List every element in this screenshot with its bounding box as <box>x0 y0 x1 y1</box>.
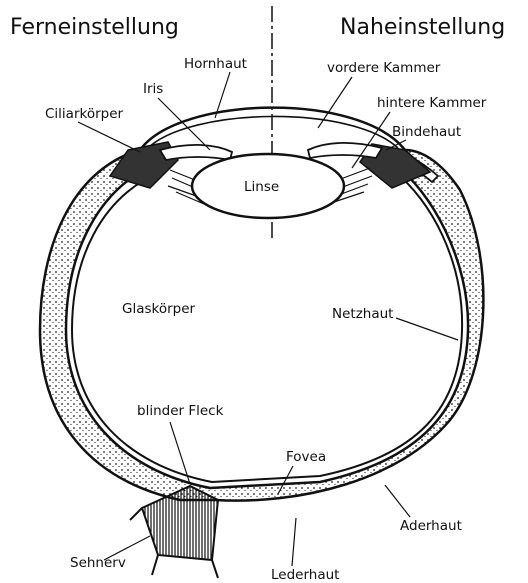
label-vordere-kammer: vordere Kammer <box>327 60 441 76</box>
leader-sehnerv <box>104 536 150 560</box>
label-ciliarkoerper: Ciliarkörper <box>45 106 124 122</box>
optic-nerve <box>142 486 218 560</box>
label-hornhaut: Hornhaut <box>184 56 247 72</box>
label-sehnerv: Sehnerv <box>70 555 126 571</box>
leader-blinder-fleck <box>170 422 190 484</box>
label-linse: Linse <box>244 179 279 195</box>
title-naheinstellung: Naheinstellung <box>340 15 505 40</box>
label-fovea: Fovea <box>286 449 326 465</box>
label-bindehaut: Bindehaut <box>392 124 461 140</box>
iris-right <box>308 143 382 158</box>
label-aderhaut: Aderhaut <box>400 518 462 534</box>
leader-ciliarkoerper <box>78 122 140 152</box>
leader-netzhaut <box>396 318 458 340</box>
iris-left <box>160 145 232 160</box>
label-hintere-kammer: hintere Kammer <box>377 95 487 111</box>
leader-vordere-kammer <box>318 77 352 128</box>
label-iris: Iris <box>143 81 163 97</box>
label-blinder-fleck: blinder Fleck <box>137 403 224 419</box>
leader-aderhaut <box>385 485 410 517</box>
label-glaskoerper: Glaskörper <box>122 301 196 317</box>
title-ferneinstellung: Ferneinstellung <box>10 15 179 40</box>
leader-lederhaut <box>292 518 296 566</box>
label-lederhaut: Lederhaut <box>271 567 339 583</box>
label-netzhaut: Netzhaut <box>332 306 393 322</box>
